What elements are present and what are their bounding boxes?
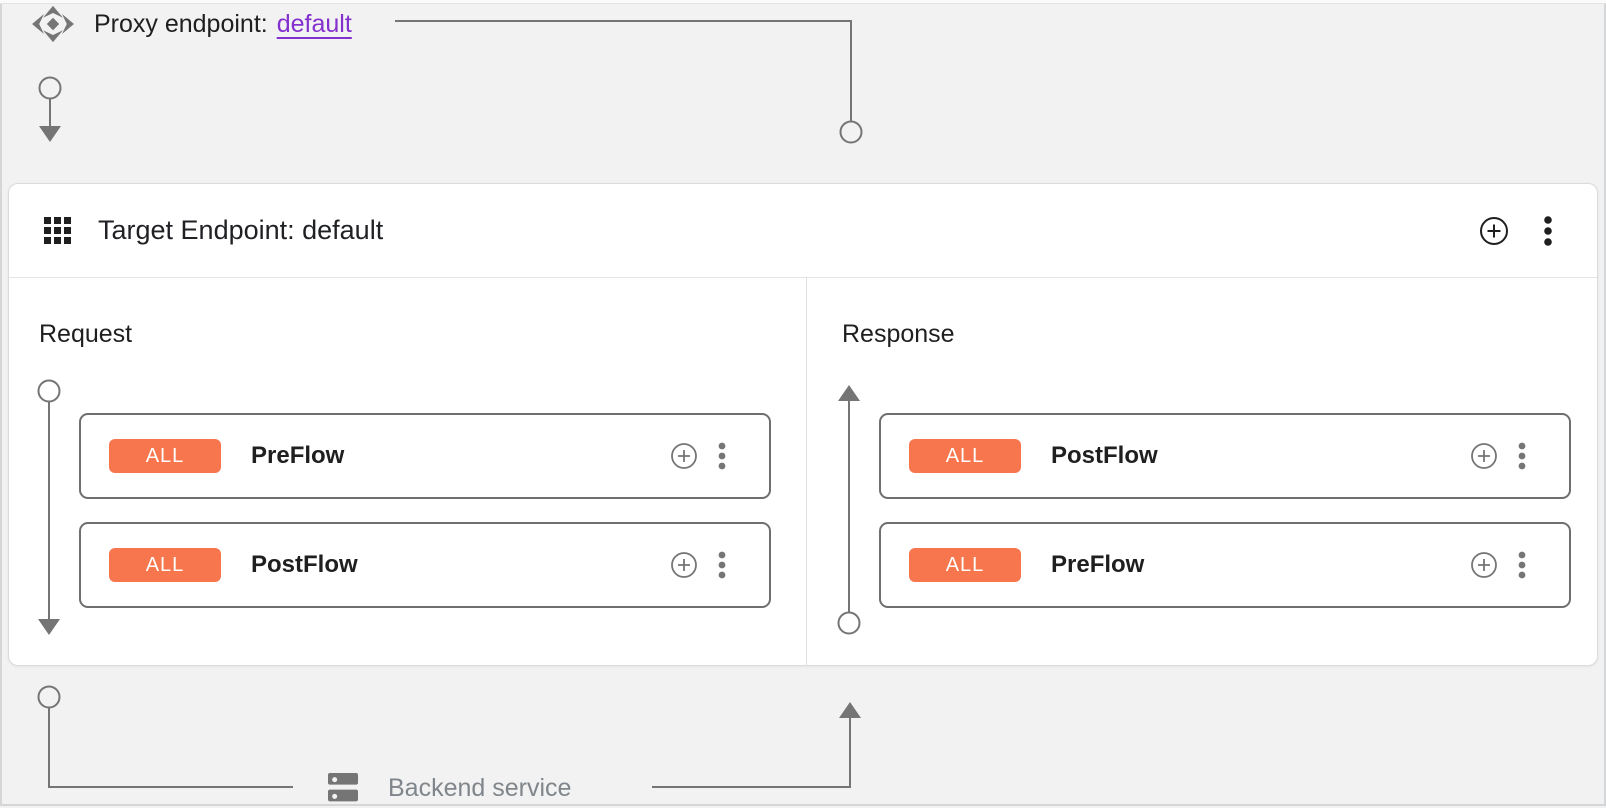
connector-target-to-backend [37, 685, 293, 788]
target-endpoint-menu-button[interactable] [1543, 215, 1553, 246]
add-policy-button[interactable] [670, 551, 698, 579]
proxy-endpoint-default-link[interactable]: default [276, 9, 352, 38]
flow-name: PreFlow [1051, 551, 1145, 578]
kebab-menu-icon [1543, 215, 1553, 246]
target-endpoint-header: Target Endpoint: default [9, 184, 1597, 278]
top-edge-divider [0, 0, 1606, 4]
response-panel-label: Response [842, 320, 955, 348]
flow-row-request-postflow[interactable]: ALL PostFlow [79, 522, 771, 608]
proxy-endpoint-row: Proxy endpoint: default [30, 2, 352, 46]
backend-service-label: Backend service [388, 773, 572, 802]
flow-row-request-preflow[interactable]: ALL PreFlow [79, 413, 771, 499]
backend-service: Backend service [323, 768, 571, 808]
proxy-endpoint-label: Proxy endpoint: [94, 9, 268, 38]
kebab-menu-icon [1518, 551, 1526, 579]
dns-server-icon [323, 768, 363, 808]
add-policy-button[interactable] [1470, 551, 1498, 579]
condition-badge: ALL [109, 548, 221, 582]
grid-apps-icon [44, 217, 71, 244]
flow-row-response-preflow[interactable]: ALL PreFlow [879, 522, 1571, 608]
flow-menu-button[interactable] [1518, 551, 1526, 579]
target-endpoint-card: Target Endpoint: default Request Respons… [8, 183, 1598, 666]
condition-badge: ALL [909, 439, 1021, 473]
flow-menu-button[interactable] [718, 442, 726, 470]
plus-circle-icon [670, 551, 698, 579]
condition-badge: ALL [109, 439, 221, 473]
kebab-menu-icon [718, 442, 726, 470]
plus-circle-icon [670, 442, 698, 470]
plus-circle-icon [1479, 216, 1509, 246]
kebab-menu-icon [718, 551, 726, 579]
condition-badge: ALL [909, 548, 1021, 582]
connector-proxy-to-target [38, 76, 62, 142]
proxy-endpoint-icon [30, 4, 76, 44]
plus-circle-icon [1470, 442, 1498, 470]
connector-backend-to-target [652, 702, 861, 788]
flow-menu-button[interactable] [718, 551, 726, 579]
add-policy-button[interactable] [1470, 442, 1498, 470]
panel-divider [806, 277, 807, 665]
flow-menu-button[interactable] [1518, 442, 1526, 470]
request-panel-label: Request [39, 320, 133, 348]
flow-row-response-postflow[interactable]: ALL PostFlow [879, 413, 1571, 499]
flow-name: PreFlow [251, 442, 345, 469]
target-endpoint-title: Target Endpoint: default [98, 215, 384, 245]
kebab-menu-icon [1518, 442, 1526, 470]
connector-proxy-to-target-return [395, 20, 863, 144]
add-flow-button[interactable] [1479, 216, 1509, 246]
add-policy-button[interactable] [670, 442, 698, 470]
flow-name: PostFlow [1051, 442, 1158, 469]
flow-name: PostFlow [251, 551, 358, 578]
plus-circle-icon [1470, 551, 1498, 579]
